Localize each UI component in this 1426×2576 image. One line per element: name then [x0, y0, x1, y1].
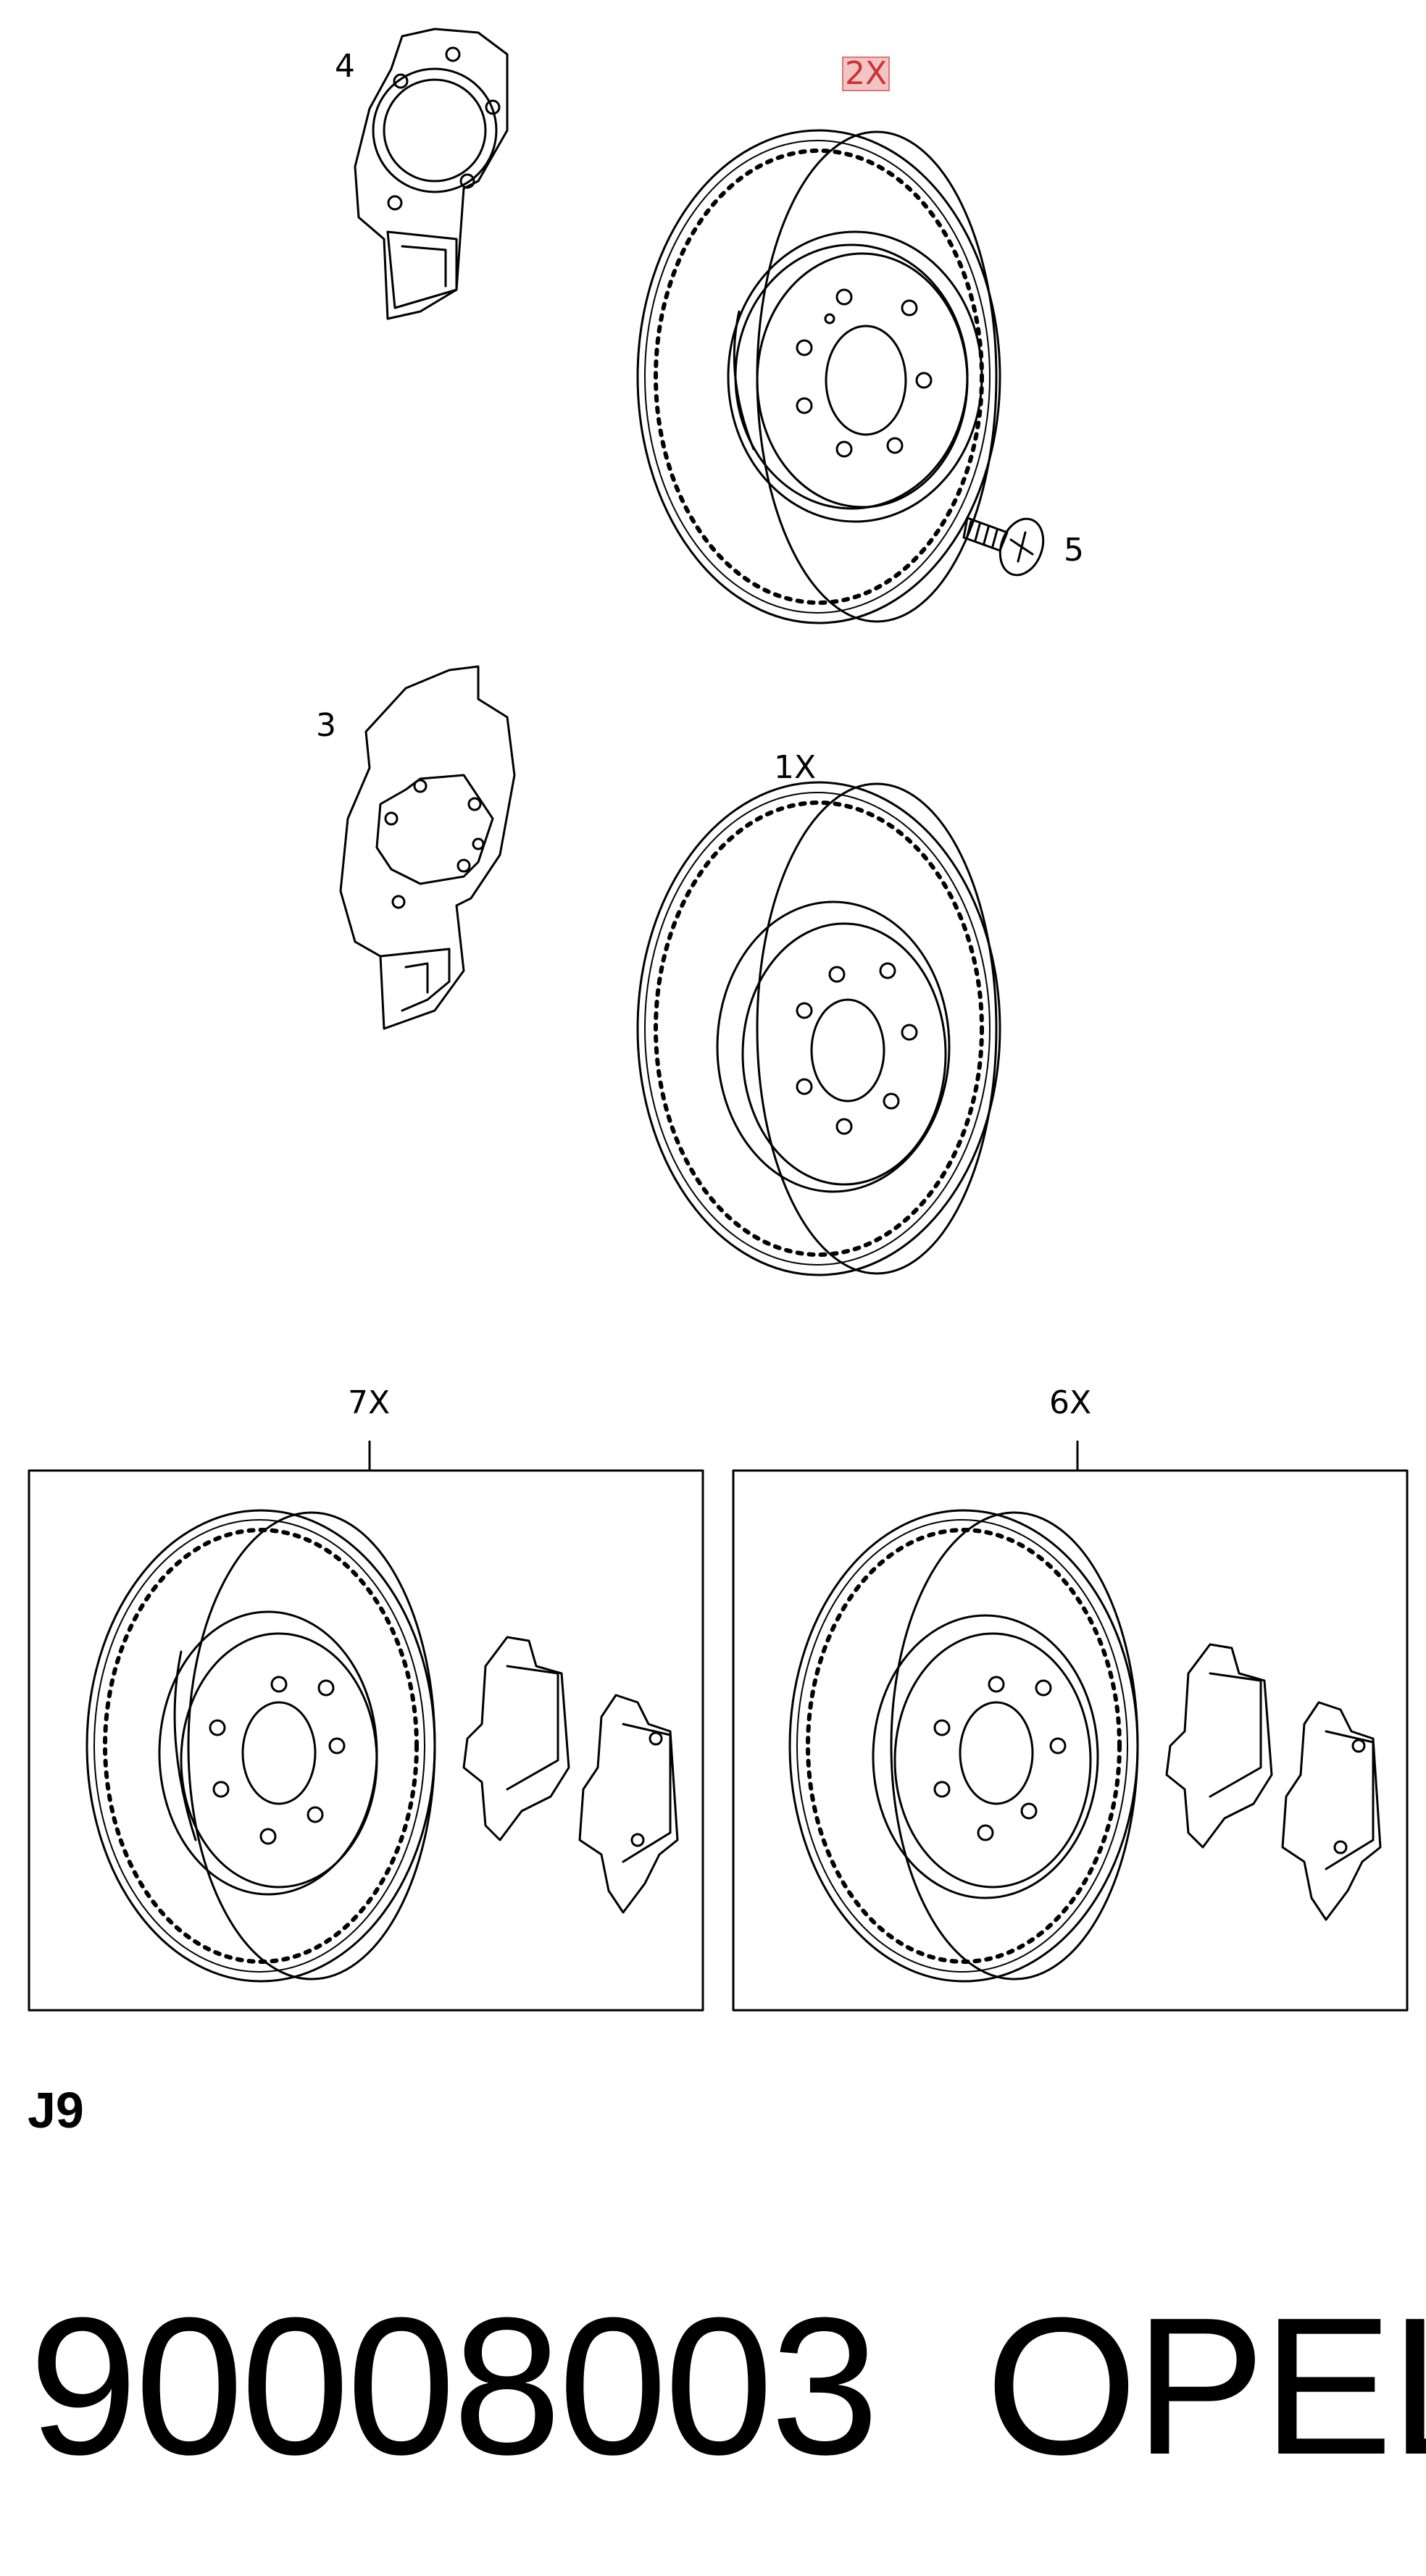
kit-6x-brake-pads: [1167, 1644, 1380, 1920]
callout-part-6x: 6X: [1049, 1384, 1092, 1421]
kit-7x-brake-disc: [87, 1510, 435, 1981]
callout-part-3: 3: [316, 707, 336, 744]
brake-disc-part-1x: [638, 782, 1000, 1275]
screw-part-5: [964, 513, 1051, 581]
callout-part-5: 5: [1064, 532, 1084, 569]
callout-part-4: 4: [335, 48, 355, 85]
part-number: 90008003: [29, 2278, 879, 2496]
kit-box-7x: [29, 1442, 703, 2010]
dust-shield-part-4: [355, 29, 507, 319]
kit-6x-brake-disc: [790, 1510, 1138, 1981]
callout-part-7x: 7X: [348, 1384, 391, 1421]
kit-box-6x: [733, 1442, 1407, 2010]
brake-disc-part-2x: [638, 130, 1000, 623]
brand-name: OPEL: [985, 2278, 1426, 2496]
callout-part-1x: 1X: [774, 749, 817, 786]
section-code: J9: [28, 2082, 84, 2138]
kit-7x-brake-pads: [464, 1637, 677, 1912]
splash-shield-part-3: [341, 666, 514, 1029]
callout-part-2x[interactable]: 2X: [842, 57, 891, 91]
